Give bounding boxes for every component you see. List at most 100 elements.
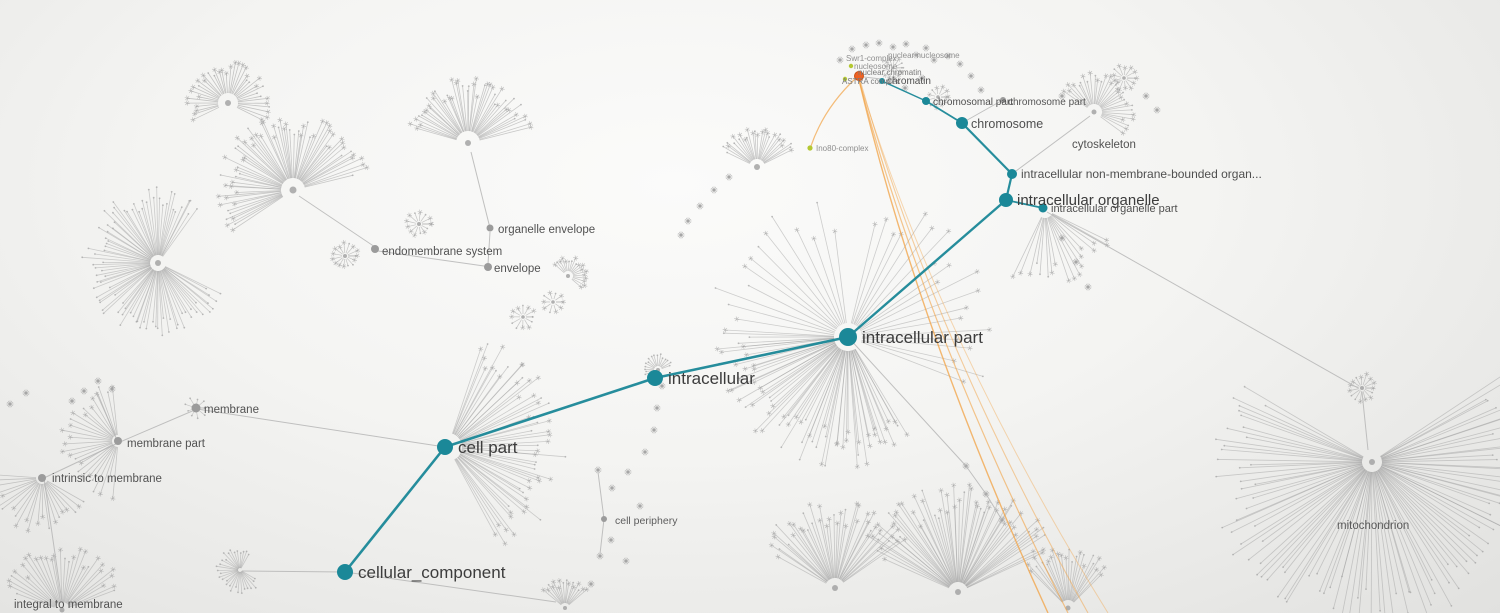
highlight-path-edge (343, 446, 447, 573)
node-burst (956, 60, 964, 68)
term-node[interactable] (38, 474, 46, 482)
node-burst (1058, 92, 1066, 100)
node-label[interactable]: intracellular organelle part (1051, 203, 1178, 215)
term-node[interactable] (371, 245, 379, 253)
term-label[interactable]: envelope (494, 263, 541, 275)
node-burst (636, 502, 644, 510)
term-label[interactable]: endomembrane system (382, 246, 502, 258)
node-burst (622, 557, 630, 565)
node-cluster (81, 186, 222, 337)
term-label[interactable]: nuclear nucleosome (888, 51, 960, 60)
highlight-path-edge (925, 100, 963, 124)
selected-path-layer (810, 77, 1109, 613)
node-burst (607, 536, 615, 544)
node-label[interactable]: intracellular organelle (1017, 192, 1160, 209)
term-label[interactable]: Ino80-complex (816, 144, 868, 153)
node-cluster (722, 127, 795, 170)
term-label[interactable]: cell periphery (615, 515, 678, 527)
graph-edge (1046, 211, 1359, 389)
graph-edge (470, 151, 491, 229)
node-cluster (1347, 371, 1377, 405)
node-burst (684, 217, 692, 225)
node-label[interactable]: intracellular (668, 369, 755, 388)
term-node[interactable] (1000, 97, 1006, 103)
node-intracellular_organelle_part[interactable] (1038, 203, 1048, 213)
node-intracellular_part[interactable] (839, 328, 857, 346)
highlight-path-edge (961, 122, 1013, 175)
node-label[interactable]: chromatin (887, 76, 931, 87)
node-cell_part[interactable] (437, 439, 453, 455)
edge-layer (43, 76, 1369, 603)
term-label[interactable]: cytoskeleton (1072, 139, 1136, 151)
selected-path-curve (858, 79, 1069, 613)
node-cluster (541, 290, 566, 315)
node-burst (710, 186, 718, 194)
node-burst (94, 377, 102, 385)
graph-edge (599, 518, 605, 555)
node-cluster (215, 117, 370, 233)
node-non_membrane_bounded[interactable] (1007, 169, 1017, 179)
node-burst (68, 397, 76, 405)
term-label[interactable]: integral to membrane (14, 599, 123, 611)
node-cluster (1025, 547, 1107, 611)
term-label[interactable]: intrinsic to membrane (52, 473, 162, 485)
node-label[interactable]: cell part (458, 438, 518, 457)
term-label[interactable]: chromosome part (1008, 97, 1086, 108)
term-label[interactable]: ASTRA complex (842, 77, 900, 86)
complex-node[interactable] (848, 63, 854, 69)
node-label[interactable]: cellular_component (358, 563, 506, 582)
complex-node[interactable] (842, 76, 848, 82)
node-burst (912, 51, 920, 59)
node-chromosome[interactable] (956, 117, 968, 129)
node-burst (6, 400, 14, 408)
node-cluster (407, 75, 534, 146)
term-node[interactable] (191, 403, 201, 413)
graph-edge (597, 471, 605, 520)
node-burst (889, 43, 897, 51)
node-label[interactable]: intracellular part (862, 328, 983, 347)
node-cellular_component[interactable] (337, 564, 353, 580)
node-label[interactable]: chromosomal part (933, 97, 1013, 108)
node-burst (1084, 283, 1092, 291)
term-node[interactable] (484, 263, 492, 271)
selected-path-curve (858, 79, 1109, 613)
term-label[interactable]: organelle envelope (498, 224, 595, 236)
graph-edge (985, 493, 1003, 521)
graph-edge (298, 195, 376, 248)
node-burst (848, 45, 856, 53)
node-chromatin[interactable] (879, 78, 885, 84)
graph-edge (241, 570, 346, 573)
node-burst (624, 468, 632, 476)
node-intracellular[interactable] (647, 370, 663, 386)
term-label[interactable]: Swr1-complex (846, 54, 897, 63)
node-burst (836, 56, 844, 64)
label-layer: cellular_component cell part intracellular… (14, 51, 1409, 611)
node-label[interactable]: chromosome (971, 117, 1043, 131)
term-label[interactable]: nuclear chromatin (858, 68, 922, 77)
node-label[interactable]: intracellular non-membrane-bounded organ… (1021, 167, 1262, 181)
term-node[interactable] (601, 516, 607, 522)
term-label[interactable]: nucleosome (854, 62, 898, 71)
node-burst (80, 387, 88, 395)
term-node[interactable] (486, 224, 494, 232)
graph-edge (43, 441, 121, 479)
node-chromosomal_part[interactable] (922, 97, 930, 105)
node-cluster (882, 56, 905, 81)
node-cluster (404, 209, 435, 238)
term-label[interactable]: membrane (204, 404, 259, 416)
node-intracellular_organelle[interactable] (999, 193, 1013, 207)
selected-node[interactable] (854, 71, 864, 81)
graph-edge (487, 231, 491, 265)
term-label[interactable]: mitochondrion (1337, 520, 1409, 532)
highlight-path-edge (444, 376, 656, 449)
complex-node[interactable] (807, 145, 813, 151)
node-cluster (714, 201, 847, 336)
node-cluster (184, 397, 206, 420)
term-node[interactable] (114, 437, 122, 445)
node-burst (608, 484, 616, 492)
node-burst (696, 202, 704, 210)
node-cluster (1061, 70, 1137, 136)
term-label[interactable]: membrane part (127, 438, 206, 450)
node-cluster (1111, 63, 1140, 93)
node-burst (677, 231, 685, 239)
